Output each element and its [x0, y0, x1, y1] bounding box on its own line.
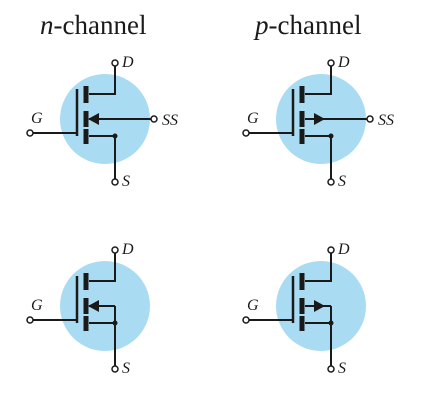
n-channel-4-terminal-symbol: D S G SS: [26, 54, 178, 190]
substrate-label: SS: [162, 112, 178, 129]
p-channel-4-terminal-symbol: D S G SS: [242, 54, 394, 190]
source-label: S: [338, 173, 346, 190]
source-label: S: [338, 360, 346, 377]
source-label: S: [122, 360, 130, 377]
drain-label: D: [337, 54, 350, 71]
drain-label: D: [121, 241, 134, 258]
p-channel-heading: p-channel: [255, 10, 362, 40]
drain-label: D: [121, 54, 134, 71]
gate-label: G: [31, 110, 43, 127]
drain-label: D: [337, 241, 350, 258]
n-channel-heading: n-channel: [40, 10, 147, 40]
gate-label: G: [247, 110, 259, 127]
p-channel-3-terminal-symbol: D S G: [242, 241, 366, 377]
gate-label: G: [247, 297, 259, 314]
substrate-label: SS: [378, 112, 394, 129]
source-label: S: [122, 173, 130, 190]
n-channel-3-terminal-symbol: D S G: [26, 241, 150, 377]
gate-label: G: [31, 297, 43, 314]
